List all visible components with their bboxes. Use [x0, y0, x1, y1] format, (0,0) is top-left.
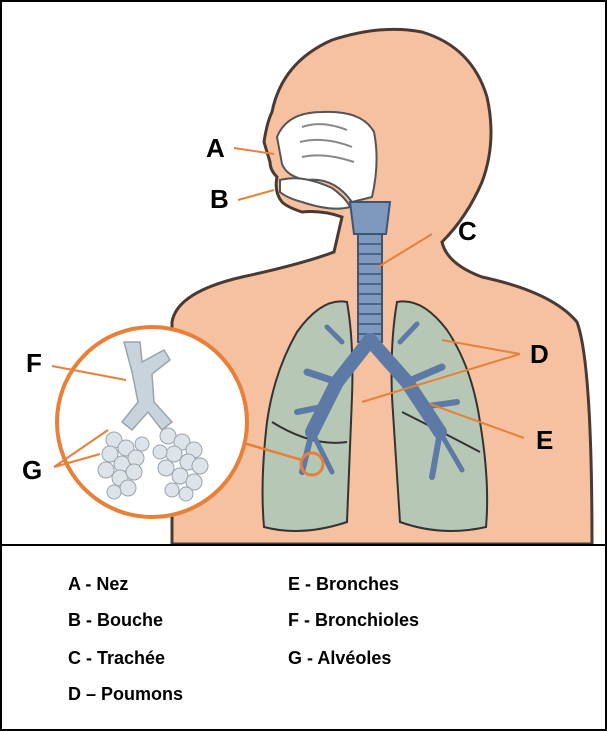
trachea — [358, 234, 382, 342]
legend-item-trachee: C - Trachée — [68, 648, 165, 669]
callout-f: F — [26, 350, 42, 376]
callout-b: B — [210, 186, 229, 212]
legend-item-poumons: D – Poumons — [68, 684, 183, 705]
magnified-inset — [57, 327, 247, 517]
callout-a: A — [206, 135, 225, 161]
respiratory-system-illustration — [2, 2, 605, 544]
divider — [2, 544, 605, 546]
callout-e: E — [536, 427, 553, 453]
legend-item-bronchioles: F - Bronchioles — [288, 610, 419, 631]
callout-g: G — [22, 457, 42, 483]
legend-item-nez: A - Nez — [68, 574, 128, 595]
legend-item-bouche: B - Bouche — [68, 610, 163, 631]
callout-c: C — [458, 218, 477, 244]
legend-item-alveoles: G - Alvéoles — [288, 648, 391, 669]
larynx — [350, 202, 390, 234]
callout-d: D — [530, 341, 549, 367]
legend-item-bronches: E - Bronches — [288, 574, 399, 595]
